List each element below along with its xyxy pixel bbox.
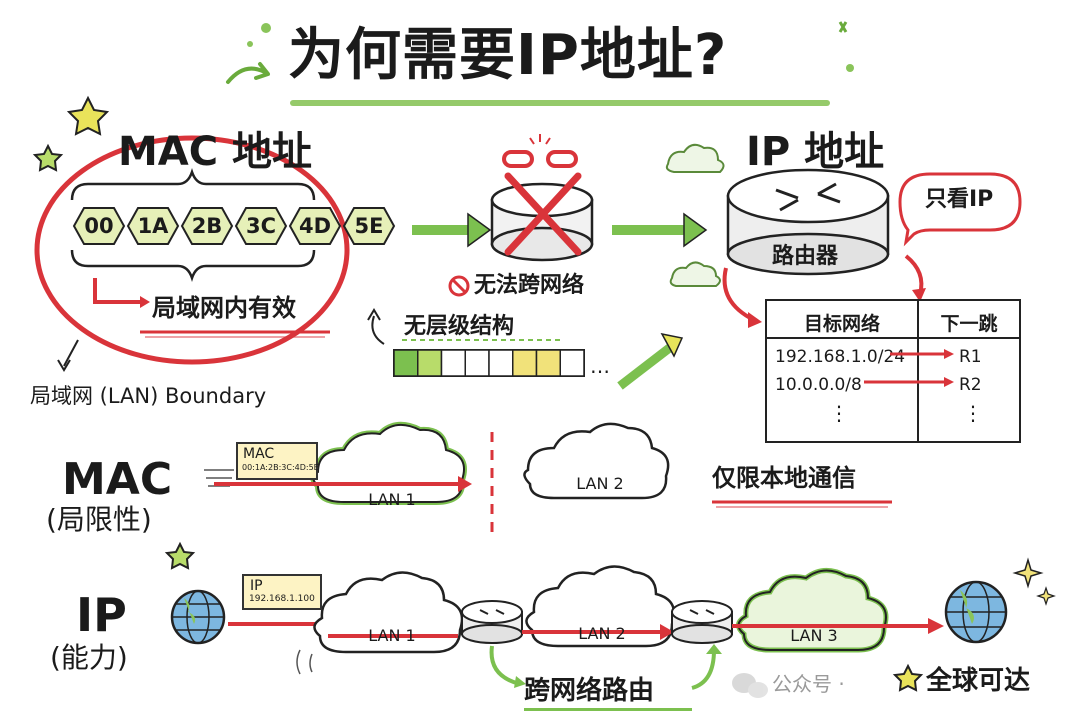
table-row-hop: R1 xyxy=(959,347,982,367)
lan-boundary-oval xyxy=(34,135,350,365)
local-only-caption: 仅限本地通信 xyxy=(712,464,856,492)
flat-cell xyxy=(512,349,538,377)
lan-boundary-label: 局域网 (LAN) Boundary xyxy=(30,384,267,408)
mac-frame-doc: MAC 00:1A:2B:3C:4D:5E xyxy=(236,442,319,480)
flat-cell xyxy=(559,349,585,377)
octet-hex xyxy=(126,207,180,245)
sparkle-icon xyxy=(1012,557,1044,589)
mac-heading: MAC 地址 xyxy=(118,129,313,175)
cannot-cross-label: 无法跨网络 xyxy=(474,273,585,298)
blocked-router xyxy=(490,172,594,262)
mac-octet-hexes xyxy=(72,207,396,245)
wechat-icon xyxy=(732,673,768,698)
cloud-lan1-ip xyxy=(313,571,464,654)
star-icon xyxy=(32,143,64,172)
star-icon xyxy=(892,663,924,692)
lan1-label: LAN 1 xyxy=(368,490,416,509)
router-label: 路由器 xyxy=(772,244,839,269)
star-icon xyxy=(66,95,110,136)
flat-cell xyxy=(417,349,443,377)
no-entry-icon xyxy=(448,275,470,297)
octet-label: 2B xyxy=(191,214,223,238)
small-cloud xyxy=(669,261,721,287)
route-caption: 跨网络路由 xyxy=(524,676,655,706)
page-title: 为何需要IP地址? xyxy=(288,23,728,88)
ip-demo-sublabel: (能力) xyxy=(50,641,128,674)
swoosh-icon xyxy=(226,62,270,84)
table-ellipsis: ⋮ xyxy=(963,401,983,425)
table-header xyxy=(767,301,1019,339)
table-row-dest: 192.168.1.0/24 xyxy=(775,347,906,367)
bubble-text: 只看IP xyxy=(925,187,994,212)
flat-cell xyxy=(464,349,490,377)
lan2-label: LAN 2 xyxy=(576,474,624,493)
globe-icon xyxy=(944,580,1008,644)
octet-hex xyxy=(288,207,342,245)
router-icon xyxy=(671,600,733,644)
mac-scope-label: 局域网内有效 xyxy=(152,294,296,322)
octet-label: 3C xyxy=(245,214,277,238)
octet-hex xyxy=(72,207,126,245)
global-caption: 全球可达 xyxy=(926,666,1031,696)
table-ellipsis: ⋮ xyxy=(829,401,849,425)
cloud-lan2-ip xyxy=(525,565,676,648)
ip-demo-label: IP xyxy=(76,588,127,642)
router-icon xyxy=(461,600,523,644)
mac-demo-label: MAC xyxy=(62,454,173,505)
globe-icon xyxy=(170,589,226,645)
octet-label: 00 xyxy=(84,214,114,238)
octet-hex xyxy=(234,207,288,245)
cloud-lan2-mac xyxy=(523,422,670,500)
lan3-label: LAN 3 xyxy=(790,626,838,645)
octet-label: 5E xyxy=(354,214,384,238)
octet-hex xyxy=(180,207,234,245)
octet-hex xyxy=(342,207,396,245)
flat-structure-label: 无层级结构 xyxy=(404,314,515,339)
star-icon xyxy=(164,541,196,570)
ip-heading: IP 地址 xyxy=(746,129,885,175)
small-cloud xyxy=(665,143,725,173)
router-icon xyxy=(726,168,890,276)
lan2-label: LAN 2 xyxy=(578,624,626,643)
octet-label: 1A xyxy=(137,214,169,238)
title-underline xyxy=(290,100,830,106)
sparkle-icon xyxy=(1036,586,1056,606)
mac-demo-sublabel: (局限性) xyxy=(46,503,152,536)
table-row-hop: R2 xyxy=(959,375,982,395)
speech-bubble xyxy=(898,172,1022,247)
table-header-dest: 目标网络 xyxy=(803,313,880,335)
broken-link-icon xyxy=(502,134,578,168)
flat-cell xyxy=(535,349,561,377)
sparkle-icon xyxy=(838,21,848,33)
table-header-hop: 下一跳 xyxy=(940,313,998,335)
flat-address-cells xyxy=(393,349,585,377)
ip-packet-doc: IP 192.168.1.100 xyxy=(242,574,322,610)
flat-cell xyxy=(393,349,419,377)
lan1-label: LAN 1 xyxy=(368,626,416,645)
flat-cell xyxy=(440,349,466,377)
octet-label: 4D xyxy=(298,214,332,238)
flat-cell xyxy=(488,349,514,377)
routing-table: 目标网络 下一跳 192.168.1.0/24 R1 10.0.0.0/8 R2… xyxy=(765,299,1021,443)
table-row-dest: 10.0.0.0/8 xyxy=(775,375,862,395)
watermark: 公众号 · xyxy=(772,672,845,696)
